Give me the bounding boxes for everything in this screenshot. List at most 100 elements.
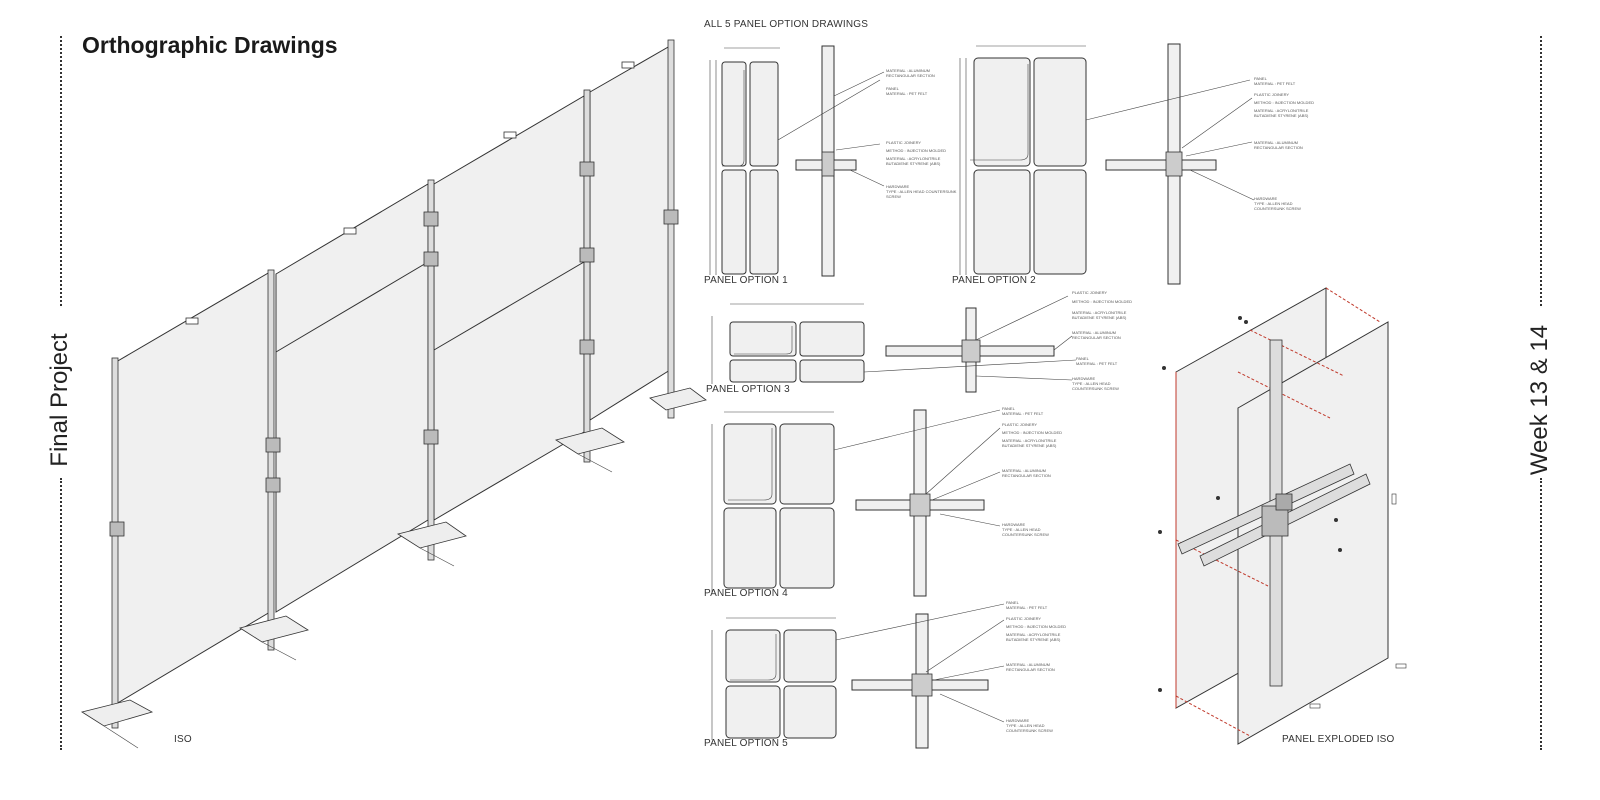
svg-text:BUTADIENE STYRENE (ABS): BUTADIENE STYRENE (ABS) bbox=[886, 161, 941, 166]
panel-option-5-drawing: PANEL MATERIAL : PET FELT PLASTIC JOINER… bbox=[711, 600, 1066, 749]
svg-text:MATERIAL : PET FELT: MATERIAL : PET FELT bbox=[1254, 81, 1296, 86]
svg-text:PLASTIC JOINERY: PLASTIC JOINERY bbox=[1254, 92, 1289, 97]
svg-text:PLASTIC JOINERY: PLASTIC JOINERY bbox=[1006, 616, 1041, 621]
svg-text:TYPE : ALLEN HEAD: TYPE : ALLEN HEAD bbox=[1254, 201, 1293, 206]
svg-text:METHOD : INJECTION MOLDED: METHOD : INJECTION MOLDED bbox=[1254, 100, 1314, 105]
svg-text:METHOD : INJECTION MOLDED: METHOD : INJECTION MOLDED bbox=[1006, 624, 1066, 629]
exploded-joint bbox=[1261, 505, 1289, 537]
svg-text:MATERIAL : ACRYLONITRILE: MATERIAL : ACRYLONITRILE bbox=[1002, 438, 1057, 443]
svg-text:RECTANGULAR SECTION: RECTANGULAR SECTION bbox=[1072, 335, 1121, 340]
iso-clamp bbox=[579, 247, 595, 263]
svg-text:HARDWARE: HARDWARE bbox=[1254, 196, 1278, 201]
iso-pole bbox=[267, 269, 275, 651]
iso-pole bbox=[583, 89, 591, 463]
iso-clamp bbox=[265, 437, 281, 453]
iso-foot bbox=[555, 427, 625, 455]
panel-option-4-label: PANEL OPTION 4 bbox=[704, 588, 788, 599]
panel-option-2-label: PANEL OPTION 2 bbox=[952, 275, 1036, 286]
svg-text:MATERIAL : ALUMINUM: MATERIAL : ALUMINUM bbox=[1002, 468, 1046, 473]
svg-text:MATERIAL : ACRYLONITRILE: MATERIAL : ACRYLONITRILE bbox=[1006, 632, 1061, 637]
exploded-iso-label: PANEL EXPLODED ISO bbox=[1282, 734, 1395, 745]
svg-text:PLASTIC JOINERY: PLASTIC JOINERY bbox=[886, 140, 921, 145]
left-side-band: Final Project bbox=[30, 0, 90, 800]
right-side-band: Week 13 & 14 bbox=[1510, 0, 1570, 800]
iso-clamp bbox=[265, 477, 281, 493]
panel-option-2-drawing: PANEL MATERIAL : PET FELT PLASTIC JOINER… bbox=[959, 43, 1314, 285]
svg-text:BUTADIENE STYRENE (ABS): BUTADIENE STYRENE (ABS) bbox=[1006, 637, 1061, 642]
iso-pole bbox=[667, 39, 675, 419]
svg-text:METHOD : INJECTION MOLDED: METHOD : INJECTION MOLDED bbox=[886, 148, 946, 153]
dotted-divider bbox=[60, 478, 62, 750]
panel-option-4-drawing: PANEL MATERIAL : PET FELT PLASTIC JOINER… bbox=[711, 406, 1062, 597]
iso-foot bbox=[80, 699, 154, 727]
iso-panel bbox=[589, 45, 671, 421]
iso-clamp bbox=[579, 161, 595, 177]
svg-text:MATERIAL : ALUMINUM: MATERIAL : ALUMINUM bbox=[1254, 140, 1298, 145]
iso-label: ISO bbox=[174, 734, 192, 745]
dotted-divider bbox=[1540, 478, 1542, 750]
svg-text:MATERIAL : ACRYLONITRILE: MATERIAL : ACRYLONITRILE bbox=[886, 156, 941, 161]
dotted-divider bbox=[60, 36, 62, 306]
svg-text:HARDWARE: HARDWARE bbox=[1072, 376, 1096, 381]
iso-clamp bbox=[663, 209, 679, 225]
svg-text:TYPE : ALLEN HEAD COUNTERSUNK: TYPE : ALLEN HEAD COUNTERSUNK bbox=[886, 189, 957, 194]
svg-text:TYPE : ALLEN HEAD: TYPE : ALLEN HEAD bbox=[1006, 723, 1045, 728]
panel-option-1-drawing: MATERIAL : ALUMINUM RECTANGULAR SECTION … bbox=[709, 45, 957, 277]
iso-clamp bbox=[423, 211, 439, 227]
svg-text:PANEL: PANEL bbox=[1254, 76, 1268, 81]
iso-foot bbox=[239, 615, 309, 643]
svg-text:HARDWARE: HARDWARE bbox=[886, 184, 910, 189]
panel-option-1-label: PANEL OPTION 1 bbox=[704, 275, 788, 286]
iso-panel bbox=[115, 271, 271, 705]
panel-option-5-label: PANEL OPTION 5 bbox=[704, 738, 788, 749]
svg-text:PANEL: PANEL bbox=[886, 86, 900, 91]
svg-text:SCREW: SCREW bbox=[886, 194, 901, 199]
svg-text:COUNTERSUNK SCREW: COUNTERSUNK SCREW bbox=[1254, 206, 1301, 211]
svg-text:HARDWARE: HARDWARE bbox=[1006, 718, 1030, 723]
svg-text:HARDWARE: HARDWARE bbox=[1002, 522, 1026, 527]
svg-text:BUTADIENE STYRENE (ABS): BUTADIENE STYRENE (ABS) bbox=[1254, 113, 1309, 118]
panel-option-3-label: PANEL OPTION 3 bbox=[706, 384, 790, 395]
svg-text:MATERIAL : ACRYLONITRILE: MATERIAL : ACRYLONITRILE bbox=[1072, 310, 1127, 315]
page-title: Orthographic Drawings bbox=[82, 32, 338, 58]
svg-text:PANEL: PANEL bbox=[1002, 406, 1016, 411]
svg-text:PANEL: PANEL bbox=[1076, 356, 1090, 361]
svg-text:BUTADIENE STYRENE (ABS): BUTADIENE STYRENE (ABS) bbox=[1002, 443, 1057, 448]
svg-text:MATERIAL : PET FELT: MATERIAL : PET FELT bbox=[1002, 411, 1044, 416]
svg-text:METHOD : INJECTION MOLDED: METHOD : INJECTION MOLDED bbox=[1002, 430, 1062, 435]
svg-text:MATERIAL : PET FELT: MATERIAL : PET FELT bbox=[1006, 605, 1048, 610]
svg-text:PLASTIC JOINERY: PLASTIC JOINERY bbox=[1072, 290, 1107, 295]
svg-text:COUNTERSUNK SCREW: COUNTERSUNK SCREW bbox=[1006, 728, 1053, 733]
svg-text:RECTANGULAR SECTION: RECTANGULAR SECTION bbox=[886, 73, 935, 78]
iso-clamp bbox=[423, 429, 439, 445]
svg-text:TYPE : ALLEN HEAD: TYPE : ALLEN HEAD bbox=[1072, 381, 1111, 386]
iso-clamp bbox=[109, 521, 125, 537]
panel-option-3-drawing: PLASTIC JOINERY METHOD : INJECTION MOLDE… bbox=[711, 290, 1132, 393]
all-options-heading: ALL 5 PANEL OPTION DRAWINGS bbox=[704, 19, 869, 30]
iso-pole bbox=[111, 357, 119, 729]
exploded-iso-drawing bbox=[1158, 287, 1407, 745]
svg-text:MATERIAL : ALUMINUM: MATERIAL : ALUMINUM bbox=[886, 68, 930, 73]
svg-text:MATERIAL : PET FELT: MATERIAL : PET FELT bbox=[886, 91, 928, 96]
dotted-divider bbox=[1540, 36, 1542, 306]
svg-text:MATERIAL : ACRYLONITRILE: MATERIAL : ACRYLONITRILE bbox=[1254, 108, 1309, 113]
svg-text:PANEL: PANEL bbox=[1006, 600, 1020, 605]
svg-text:MATERIAL : PET FELT: MATERIAL : PET FELT bbox=[1076, 361, 1118, 366]
svg-text:BUTADIENE STYRENE (ABS): BUTADIENE STYRENE (ABS) bbox=[1072, 315, 1127, 320]
svg-text:RECTANGULAR SECTION: RECTANGULAR SECTION bbox=[1002, 473, 1051, 478]
iso-clamp bbox=[579, 339, 595, 355]
svg-text:PLASTIC JOINERY: PLASTIC JOINERY bbox=[1002, 422, 1037, 427]
svg-text:METHOD : INJECTION MOLDED: METHOD : INJECTION MOLDED bbox=[1072, 299, 1132, 304]
svg-text:MATERIAL : ALUMINUM: MATERIAL : ALUMINUM bbox=[1006, 662, 1050, 667]
svg-text:MATERIAL : ALUMINUM: MATERIAL : ALUMINUM bbox=[1072, 330, 1116, 335]
svg-text:COUNTERSUNK SCREW: COUNTERSUNK SCREW bbox=[1072, 386, 1119, 391]
iso-clamp bbox=[423, 251, 439, 267]
iso-foot bbox=[396, 521, 467, 549]
iso-pole bbox=[427, 179, 435, 561]
svg-text:COUNTERSUNK SCREW: COUNTERSUNK SCREW bbox=[1002, 532, 1049, 537]
iso-foot bbox=[649, 387, 707, 411]
svg-text:RECTANGULAR SECTION: RECTANGULAR SECTION bbox=[1006, 667, 1055, 672]
svg-text:TYPE : ALLEN HEAD: TYPE : ALLEN HEAD bbox=[1002, 527, 1041, 532]
iso-drawing bbox=[80, 39, 707, 749]
